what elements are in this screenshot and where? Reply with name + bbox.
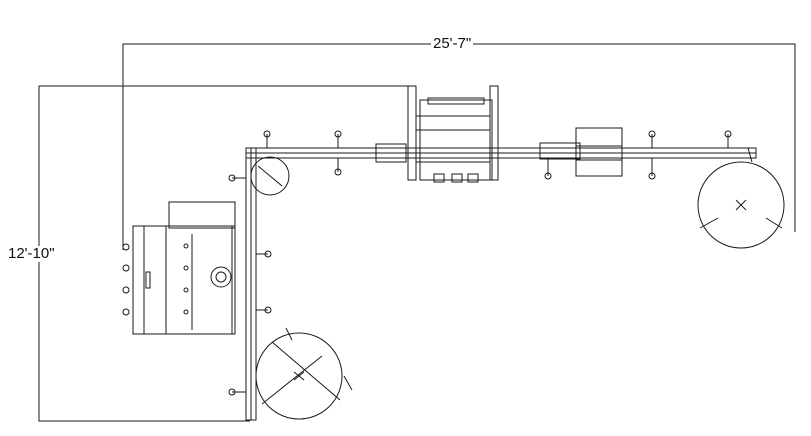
center-machine xyxy=(407,85,499,183)
vertical-guide-posts xyxy=(228,174,272,396)
width-dimension-line xyxy=(122,43,796,250)
left-machine-fittings xyxy=(122,243,130,316)
overall-width-label: 25'-7" xyxy=(431,35,474,52)
right-module xyxy=(575,127,623,177)
left-machine xyxy=(132,201,236,335)
right-rotary-table xyxy=(697,147,785,249)
overall-height-label: 12'-10" xyxy=(6,245,57,262)
height-dimension-line xyxy=(38,85,413,422)
horizontal-guide-posts xyxy=(263,130,732,180)
horizontal-conveyor xyxy=(245,142,757,163)
corner-starwheel xyxy=(250,156,290,196)
vertical-conveyor xyxy=(245,147,257,421)
bottom-rotary-table xyxy=(255,327,353,420)
